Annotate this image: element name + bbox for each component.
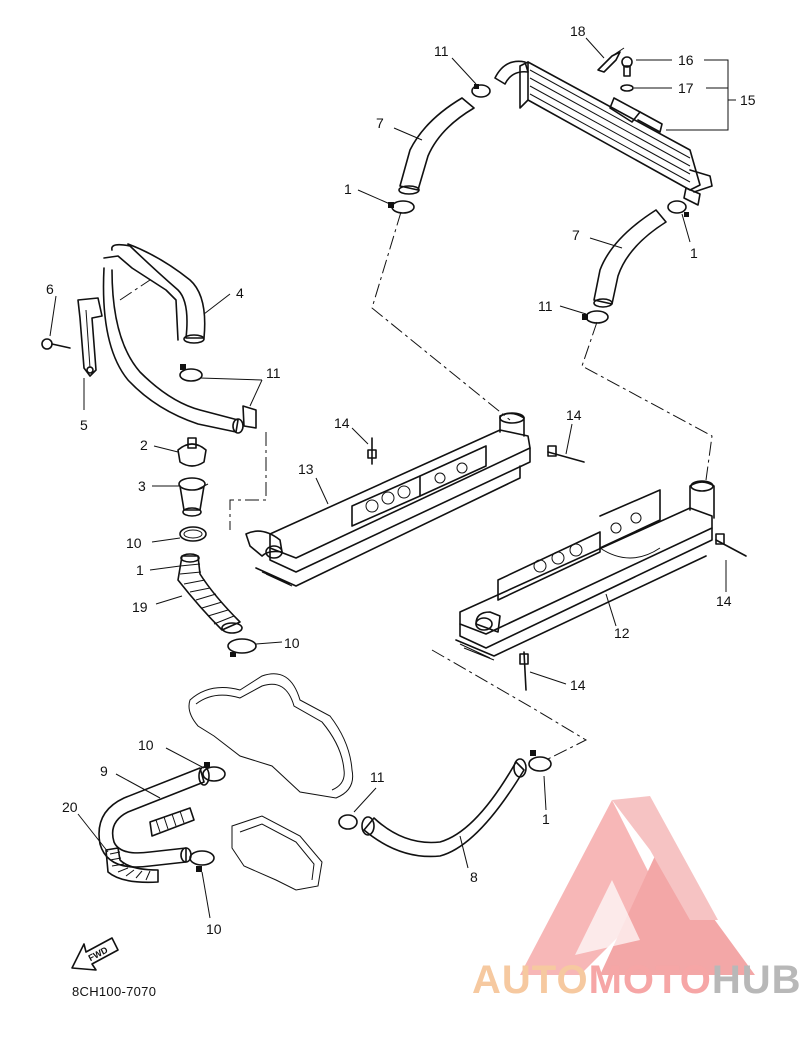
callout-11: 11 — [370, 769, 385, 785]
clamp-11-right — [582, 310, 609, 324]
rivet-18 — [597, 47, 625, 73]
fwd-arrow-icon: FWD — [71, 937, 119, 971]
pipe-12 — [455, 480, 715, 661]
callout-16: 16 — [678, 52, 694, 68]
watermark-logo-icon — [520, 796, 755, 975]
clamp-10-lower-b — [189, 850, 215, 872]
clamp-1-left — [388, 200, 415, 214]
clamp-11-top — [471, 84, 491, 98]
washer-17 — [620, 84, 634, 92]
rivet-14-c — [715, 533, 747, 557]
leader-lines — [49, 37, 736, 919]
callout-14: 14 — [716, 593, 732, 609]
callout-19: 19 — [132, 599, 148, 615]
callout-9: 9 — [100, 763, 108, 779]
watermark-text: AUTOMOTOHUB — [472, 958, 800, 1003]
clamp-11-left-upper — [179, 364, 203, 382]
pipe-13 — [245, 412, 531, 587]
watermark-hub: HUB — [711, 958, 800, 1002]
bolt-6 — [41, 338, 71, 350]
callout-1: 1 — [344, 181, 352, 197]
clamp-1-lower — [528, 750, 552, 772]
callout-8: 8 — [470, 869, 478, 885]
watermark-auto: AUTO — [472, 958, 589, 1002]
clamp-11-left-lower — [242, 405, 257, 429]
callout-4: 4 — [236, 285, 244, 301]
rivet-14-b — [547, 445, 585, 463]
hose-4 — [102, 243, 244, 434]
rivet-14-d — [519, 651, 529, 691]
radiator — [494, 60, 713, 206]
callout-14: 14 — [570, 677, 586, 693]
callout-12: 12 — [614, 625, 630, 641]
hose-19 — [177, 553, 243, 634]
callout-1: 1 — [136, 562, 144, 578]
callout-18: 18 — [570, 23, 586, 39]
connection-lines — [119, 211, 713, 761]
bracket-5 — [77, 297, 103, 377]
callout-5: 5 — [80, 417, 88, 433]
hose-7-right — [593, 209, 667, 308]
hose-20 — [105, 807, 195, 884]
callout-6: 6 — [46, 281, 54, 297]
diagram-code: 8CH100-7070 — [72, 984, 157, 999]
housing-3 — [178, 477, 209, 517]
callout-10: 10 — [138, 737, 154, 753]
callout-11: 11 — [266, 365, 281, 381]
callout-10: 10 — [126, 535, 142, 551]
callout-17: 17 — [678, 80, 694, 96]
callout-7: 7 — [572, 227, 580, 243]
callout-1: 1 — [542, 811, 550, 827]
clamp-11-lower — [338, 814, 358, 830]
hose-8 — [361, 758, 527, 858]
callout-7: 7 — [376, 115, 384, 131]
callout-14: 14 — [566, 407, 582, 423]
clamp-1-right — [667, 200, 689, 217]
callout-1: 1 — [690, 245, 698, 261]
hose-7-left — [398, 97, 475, 195]
bolt-16 — [621, 56, 633, 77]
callout-10: 10 — [206, 921, 222, 937]
callout-labels: 18 11 16 17 15 7 1 7 1 6 4 11 11 5 14 14… — [46, 23, 756, 937]
callout-2: 2 — [140, 437, 148, 453]
callout-11: 11 — [434, 43, 449, 59]
callout-10: 10 — [284, 635, 300, 651]
callout-3: 3 — [138, 478, 146, 494]
engine-outline — [188, 673, 354, 891]
callout-14: 14 — [334, 415, 350, 431]
callout-15: 15 — [740, 92, 756, 108]
clamp-10-upper — [179, 526, 207, 542]
callout-11: 11 — [538, 298, 553, 314]
rivet-14-a — [367, 437, 377, 465]
clamp-10-lower-a — [202, 762, 226, 782]
watermark-moto: MOTO — [588, 958, 712, 1002]
clamp-10-mid — [227, 638, 257, 657]
cap-2 — [177, 437, 207, 467]
callout-13: 13 — [298, 461, 314, 477]
callout-20: 20 — [62, 799, 78, 815]
